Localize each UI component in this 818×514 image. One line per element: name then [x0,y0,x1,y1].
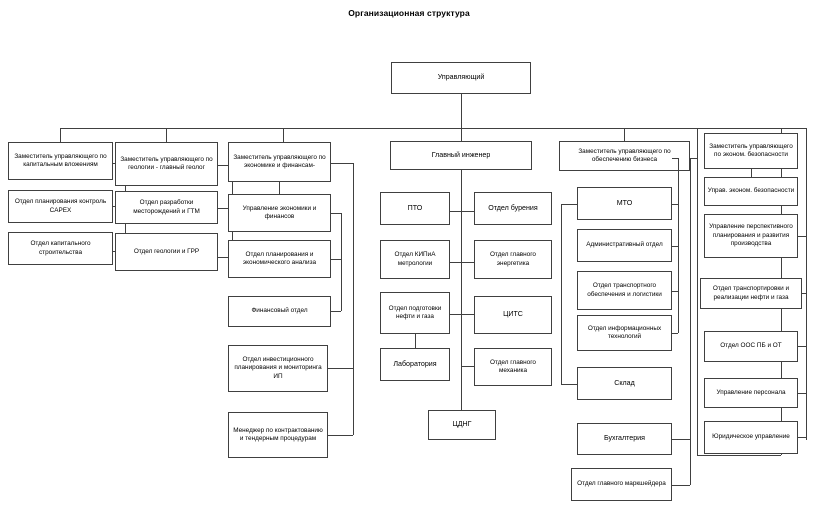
node-otdel-podgotovki-nefti[interactable]: Отдел подготовки нефти и газа [380,292,450,334]
node-otdel-planirovaniya-analiza[interactable]: Отдел планирования и экономического анал… [228,240,331,278]
connector-engineer-left-0 [450,211,461,212]
node-otdel-transportirovki-realizacii[interactable]: Отдел транспортировки и реализации нефти… [700,278,802,309]
connector-geology-head-out [218,165,232,166]
connector-business-outer-bus [690,158,691,485]
node-tsdng[interactable]: ЦДНГ [428,410,496,440]
connector-business-inner-1 [672,246,678,247]
connector-security-head-stem [751,169,752,177]
connector-business-head-out [690,158,698,159]
node-upravlyayushchiy[interactable]: Управляющий [391,62,531,94]
node-zam-ekonom-bezopasnost[interactable]: Заместитель управляющего по эконом. безо… [704,133,798,169]
node-otdel-it[interactable]: Отдел информационных технологий [577,315,672,351]
node-upravlenie-personala[interactable]: Управление персонала [704,378,798,408]
connector-security-2 [802,293,806,294]
node-otdel-glavnogo-marksheydera[interactable]: Отдел главного маркшейдера [571,468,672,501]
node-administrativnyy-otdel[interactable]: Административный отдел [577,229,672,262]
connector-business-inner-3 [672,333,678,334]
connector-business-inner-bus [678,158,679,333]
connector-economics-head-stem [279,182,280,194]
connector-security-right-bus [806,128,807,440]
connector-economics-outer-bus [353,163,354,435]
node-otdel-glavnogo-energetika[interactable]: Отдел главного энергетика [474,240,552,279]
connector-business-inner-2 [672,291,678,292]
node-zam-obespechenie-biznesa[interactable]: Заместитель управляющего по обеспечению … [559,141,690,171]
connector-drop-geology [166,128,167,142]
connector-geology-child-0 [218,208,232,209]
connector-lab-stem [415,334,416,348]
node-otdel-oos-pb-ot[interactable]: Отдел ООС ПБ и ОТ [704,331,798,362]
node-yuridicheskoe-upravlenie[interactable]: Юридическое управление [704,421,798,454]
connector-drop-economic-security [697,128,698,455]
node-upravlenie-perspektivnogo-planirovaniya[interactable]: Управление перспективного планирования и… [704,214,798,258]
node-laboratoriya[interactable]: Лаборатория [380,348,450,381]
connector-security-3 [798,346,806,347]
connector-economics-outer-4 [328,435,353,436]
node-upravlenie-ekonomiki[interactable]: Управление экономики и финансов [228,194,331,232]
connector-business-head-link [672,158,678,159]
node-pto[interactable]: ПТО [380,192,450,225]
node-otdel-razrabotki[interactable]: Отдел разработки месторождений и ГТМ [115,191,218,224]
node-zam-ekonomika-finansy[interactable]: Заместитель управляющего по экономике и … [228,142,331,182]
node-buhgalteriya[interactable]: Бухгалтерия [577,423,672,455]
node-otdel-transportnogo-obespecheniya[interactable]: Отдел транспортного обеспечения и логист… [577,271,672,310]
connector-drop-capex [60,128,61,142]
node-mto[interactable]: МТО [577,187,672,220]
connector-geology-child-1 [218,257,232,258]
connector-engineer-spine [461,170,462,410]
connector-economics-inner-2 [331,311,341,312]
connector-economics-inner-0 [331,213,341,214]
connector-security-5 [798,437,806,438]
node-otdel-glavnogo-mehanika[interactable]: Отдел главного механика [474,348,552,386]
node-otdel-kapstroitelstva[interactable]: Отдел капитального строительства [8,232,113,265]
connector-engineer-right-3 [461,366,474,367]
connector-engineer-left-1 [450,262,461,263]
connector-root-stem [461,94,462,128]
connector-business-left-top [561,204,577,205]
node-zam-kapvlozheniya[interactable]: Заместитель управляющего по капитальным … [8,142,113,180]
connector-drop-economics [283,128,284,142]
node-uprav-ekonom-bezopasnosti[interactable]: Управ. эконом. безопасности [704,177,798,206]
connector-engineer-left-2 [450,314,461,315]
connector-engineer-right-0 [461,211,474,212]
connector-economics-head-out [331,163,353,164]
connector-economics-outer-3 [328,368,353,369]
connector-business-outer-6 [672,485,690,486]
connector-security-top-tie [781,128,806,129]
node-otdel-bureniya[interactable]: Отдел бурения [474,192,552,225]
connector-business-inner-0 [672,204,678,205]
node-glavnyy-inzhener[interactable]: Главный инженер [390,141,532,170]
connector-business-outer-5 [672,439,690,440]
connector-drop-business-support [624,128,625,141]
connector-drop-chief-engineer [461,128,462,141]
connector-security-1 [798,236,806,237]
node-tsits[interactable]: ЦИТС [474,296,552,334]
connector-economic-security-foot [697,455,781,456]
connector-business-left-sklad [561,384,577,385]
node-otdel-kipia[interactable]: Отдел КИПиА метрологии [380,240,450,279]
connector-economics-inner-1 [331,259,341,260]
connector-security-4 [798,393,806,394]
node-finansovyy-otdel[interactable]: Финансовый отдел [228,296,331,327]
connector-engineer-right-2 [461,314,474,315]
connector-business-left-bus [561,204,562,384]
node-zam-geologiya[interactable]: Заместитель управляющего по геологии - г… [115,142,218,186]
connector-main-bus [60,128,781,129]
node-otdel-geologii-grr[interactable]: Отдел геологии и ГРР [115,233,218,271]
node-sklad[interactable]: Склад [577,367,672,400]
node-otdel-investplanirovaniya[interactable]: Отдел инвестиционного планирования и мон… [228,345,328,392]
node-menedzher-kontraktovanie[interactable]: Менеджер по контрактованию и тендерным п… [228,412,328,458]
connector-engineer-right-1 [461,262,474,263]
node-otdel-planirovaniya-capex[interactable]: Отдел планирования контроль CAPEX [8,190,113,223]
page-title: Организационная структура [348,8,470,18]
connector-economics-inner-bus [341,213,342,311]
